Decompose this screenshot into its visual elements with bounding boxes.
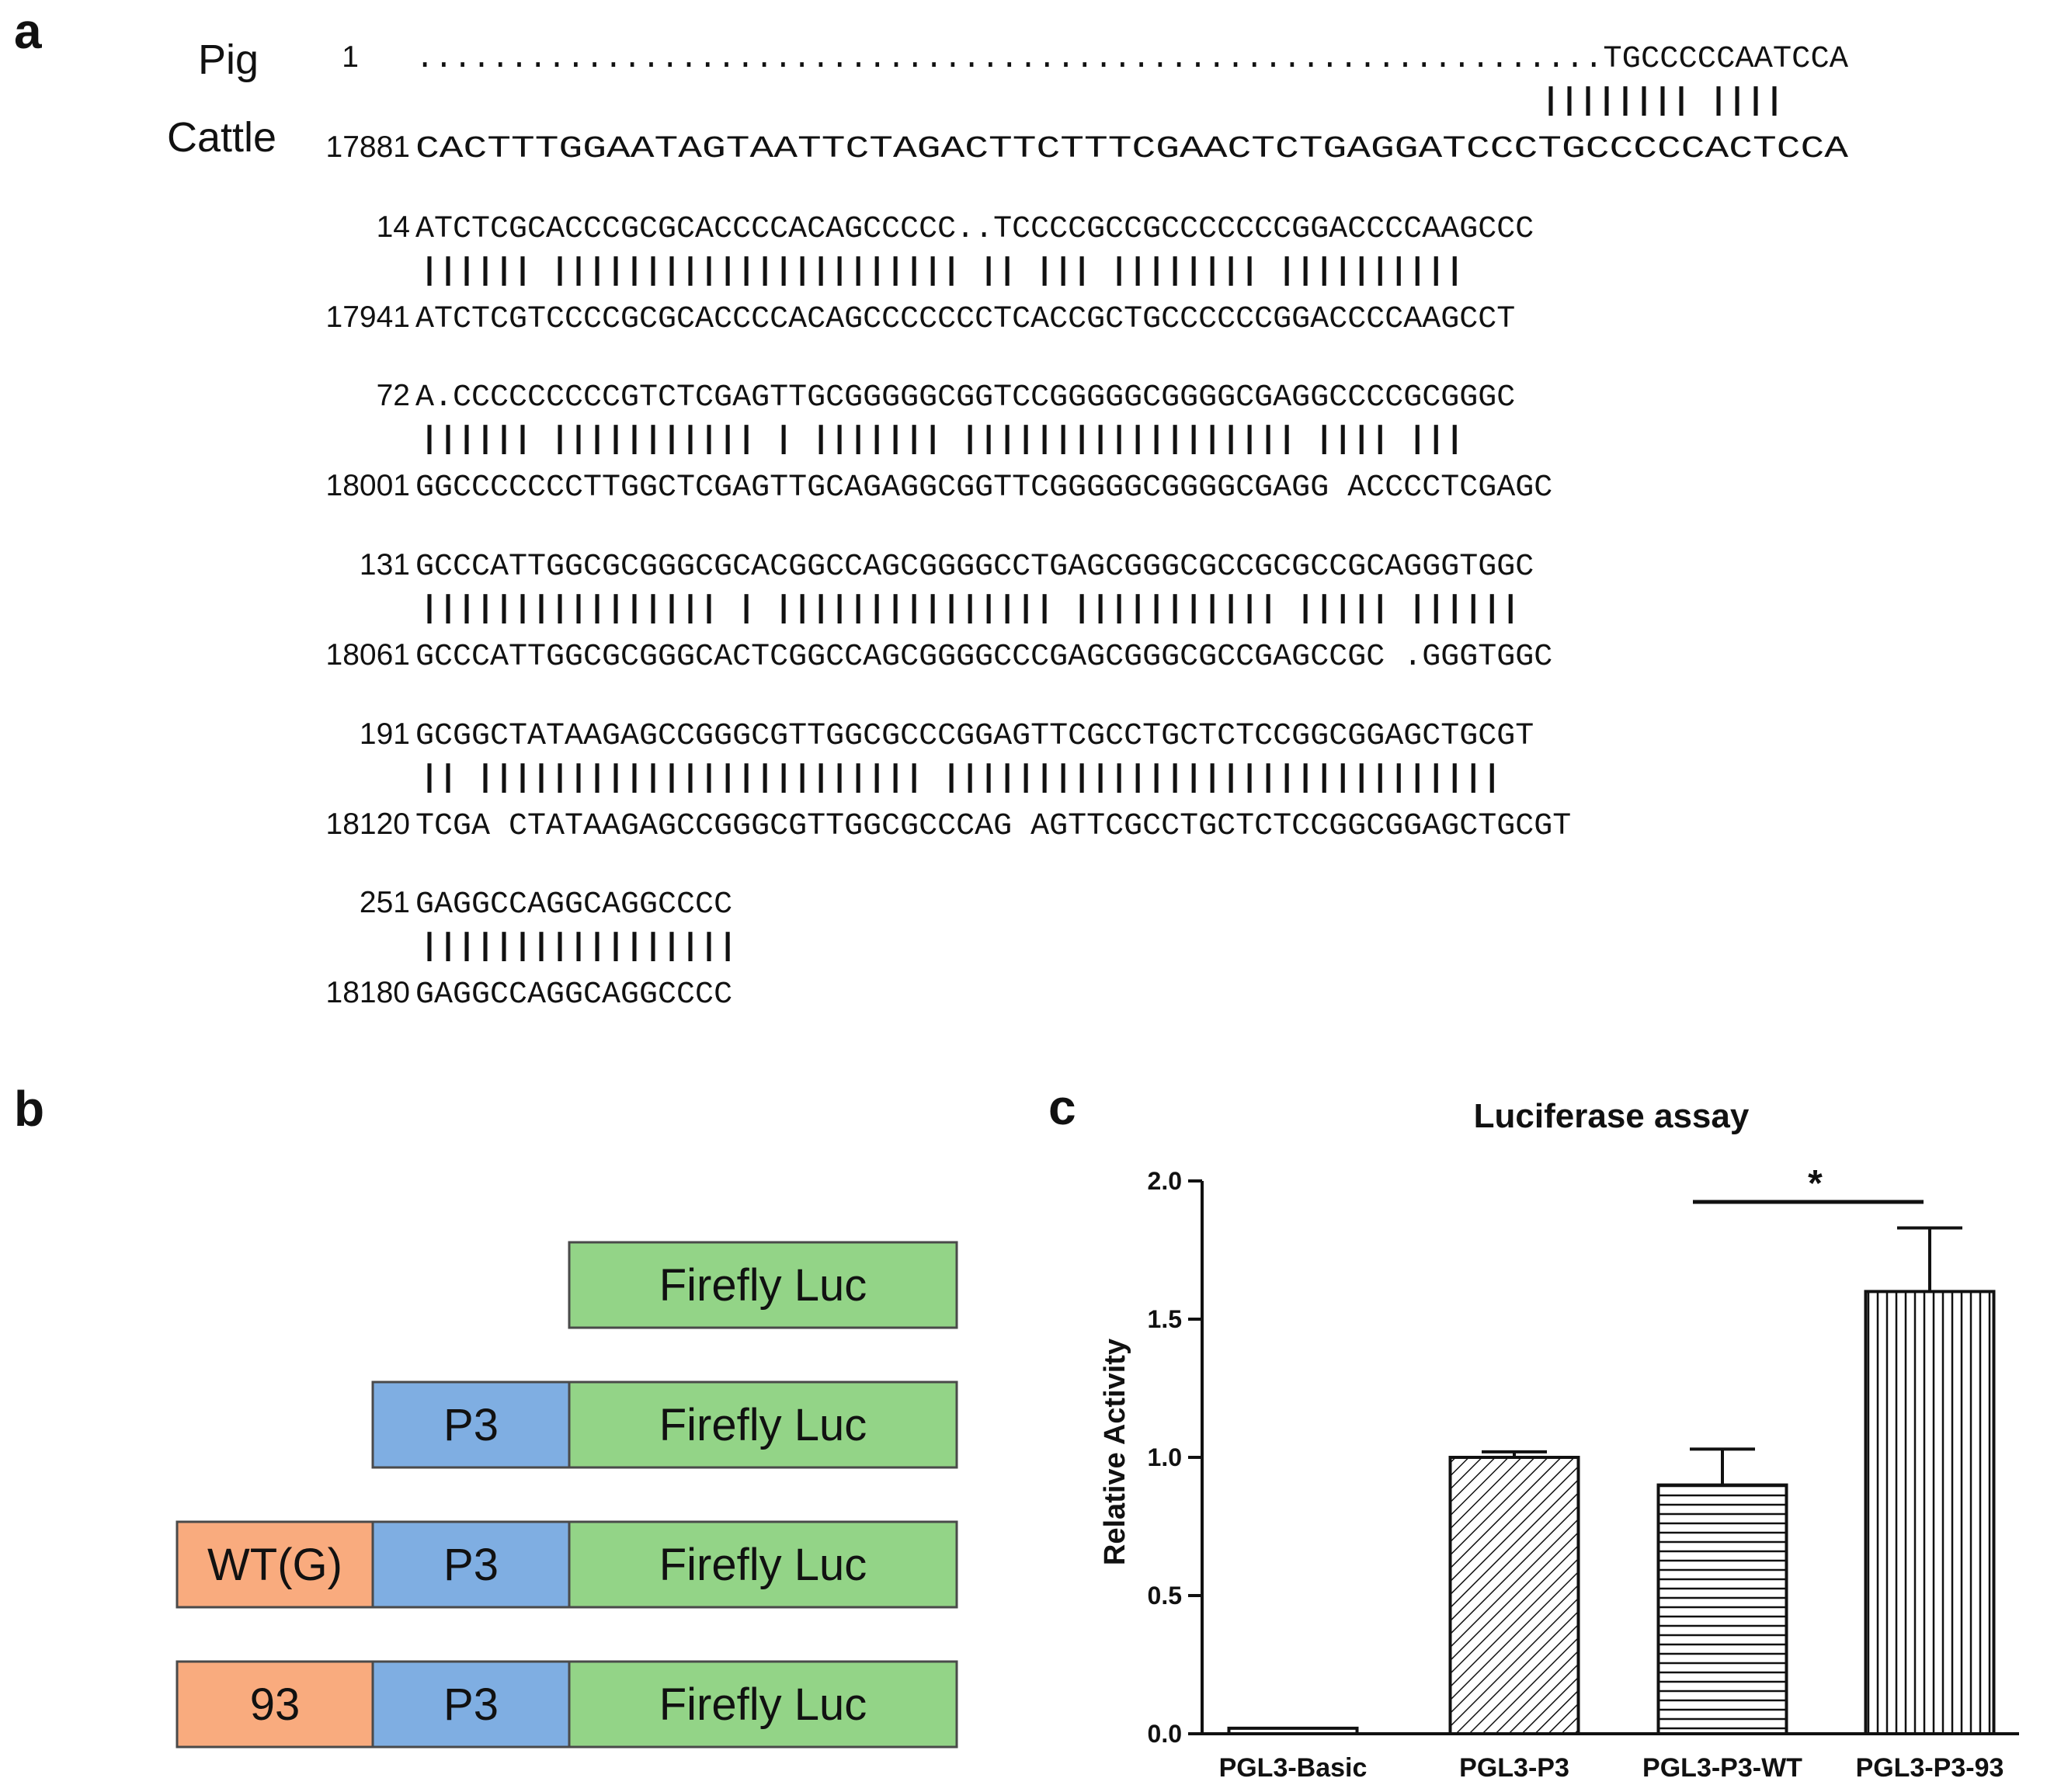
bottom-position-number: 17881: [326, 130, 410, 164]
luciferase-chart: Luciferase assay Relative Activity 0.0 0.…: [1099, 1097, 2019, 1783]
alignment-block: 1.......................................…: [326, 40, 1848, 167]
firefly-luc-box: [568, 1380, 958, 1469]
bottom-position-number: 18061: [326, 638, 410, 672]
bottom-position-number: 17941: [326, 300, 410, 334]
bottom-position-number: 18001: [326, 469, 410, 502]
match-bars: |||||| ||||||||||| | ||||||| |||||||||||…: [420, 422, 1464, 457]
species-label-pig: Pig: [198, 36, 259, 83]
x-category-label: PGL3-Basic: [1219, 1753, 1368, 1783]
bar-pgl3-basic: [1227, 1726, 1359, 1735]
construct-row: WT(G) P3 Firefly Luc: [176, 1520, 958, 1609]
insert-label: WT(G): [207, 1540, 342, 1590]
firefly-luc-label: Firefly Luc: [659, 1679, 867, 1730]
match-bars: || |||||||||||||||||||||||| ||||||||||||…: [420, 761, 1501, 796]
bottom-sequence: GCCCATTGGCGCGGGCACTCGGCCAGCGGGGCCCGAGCGG…: [415, 640, 1552, 675]
x-category-label: PGL3-P3: [1459, 1753, 1569, 1783]
significance-star: *: [1808, 1163, 1823, 1204]
p3-promoter-label: P3: [443, 1400, 499, 1450]
bottom-sequence: ATCTCGTCCCCGCGCACCCCACAGCCCCCCCTCACCGCTG…: [415, 302, 1515, 337]
construct-row: P3 Firefly Luc: [371, 1380, 958, 1469]
firefly-luc-box: [568, 1241, 958, 1329]
insert-box: [176, 1660, 374, 1749]
firefly-luc-label: Firefly Luc: [659, 1540, 867, 1590]
bottom-sequence: GAGGCCAGGCAGGCCCC: [415, 978, 732, 1012]
y-tick-label: 0.0: [1148, 1720, 1182, 1748]
bottom-position-number: 18120: [326, 807, 410, 841]
top-position-number: 1: [342, 40, 359, 74]
panel-label-a: a: [14, 3, 42, 59]
construct-row: 93 P3 Firefly Luc: [176, 1660, 958, 1749]
panel-label-b: b: [14, 1081, 44, 1137]
top-position-number: 14: [377, 210, 410, 244]
top-position-number: 251: [360, 886, 410, 919]
bar-pgl3-p3-wt: [1656, 1483, 1788, 1735]
x-category-label: PGL3-P3-93: [1856, 1753, 2004, 1783]
bar-pgl3-p3: [1448, 1456, 1580, 1735]
y-tick-label: 0.5: [1148, 1582, 1182, 1610]
y-axis-title: Relative Activity: [1099, 1339, 1131, 1565]
top-sequence: A.CCCCCCCCCGTCTCGAGTTGCGGGGGCGGTCCGGGGGC…: [415, 380, 1515, 415]
chart-title: Luciferase assay: [1474, 1097, 1750, 1135]
match-bars: |||||||||||||||||: [420, 929, 737, 964]
alignment-blocks: 1.......................................…: [326, 40, 1848, 1012]
bottom-position-number: 18180: [326, 976, 410, 1009]
top-position-number: 191: [360, 717, 410, 751]
top-sequence: ........................................…: [415, 42, 1848, 77]
y-tick-label: 1.5: [1148, 1305, 1182, 1333]
top-sequence: GAGGCCAGGCAGGCCCC: [415, 887, 732, 922]
match-bars: |||||| |||||||||||||||||||||| || ||| |||…: [420, 254, 1464, 289]
p3-promoter-label: P3: [443, 1679, 499, 1730]
match-bars: |||||||| ||||: [1541, 84, 1784, 119]
firefly-luc-box: [568, 1660, 958, 1749]
top-sequence: GCGGCTATAAGAGCCGGGCGTTGGCGCCCGGAGTTCGCCT…: [415, 719, 1534, 754]
p3-promoter-box: [371, 1520, 571, 1609]
firefly-luc-label: Firefly Luc: [659, 1400, 867, 1450]
y-tick-label: 2.0: [1148, 1167, 1182, 1195]
top-position-number: 72: [377, 379, 410, 412]
bottom-sequence: CACTTTGGAATAGTAATTCTAGACTTCTTTCGAACTCTGA…: [415, 132, 1848, 167]
y-tick-label: 1.0: [1148, 1443, 1182, 1471]
construct-row: Firefly Luc: [568, 1241, 958, 1329]
bar-pgl3-p3-93: [1864, 1290, 1996, 1735]
p3-promoter-box: [371, 1660, 571, 1749]
top-position-number: 131: [360, 548, 410, 582]
species-label-cattle: Cattle: [167, 114, 276, 161]
p3-promoter-label: P3: [443, 1540, 499, 1590]
p3-promoter-box: [371, 1380, 571, 1469]
firefly-luc-box: [568, 1520, 958, 1609]
firefly-luc-label: Firefly Luc: [659, 1260, 867, 1311]
top-sequence: ATCTCGCACCCGCGCACCCCACAGCCCCC..TCCCCGCCG…: [415, 212, 1534, 247]
bottom-sequence: TCGA CTATAAGAGCCGGGCGTTGGCGCCCAG AGTTCGC…: [415, 809, 1571, 844]
bottom-sequence: GGCCCCCCCTTGGCTCGAGTTGCAGAGGCGGTTCGGGGGC…: [415, 471, 1552, 505]
insert-label: 93: [250, 1679, 301, 1730]
match-bars: |||||||||||||||| | ||||||||||||||| |||||…: [420, 592, 1520, 627]
x-category-label: PGL3-P3-WT: [1642, 1753, 1802, 1783]
panel-label-c: c: [1048, 1079, 1076, 1135]
top-sequence: GCCCATTGGCGCGGGCGCACGGCCAGCGGGGCCTGAGCGG…: [415, 550, 1534, 585]
